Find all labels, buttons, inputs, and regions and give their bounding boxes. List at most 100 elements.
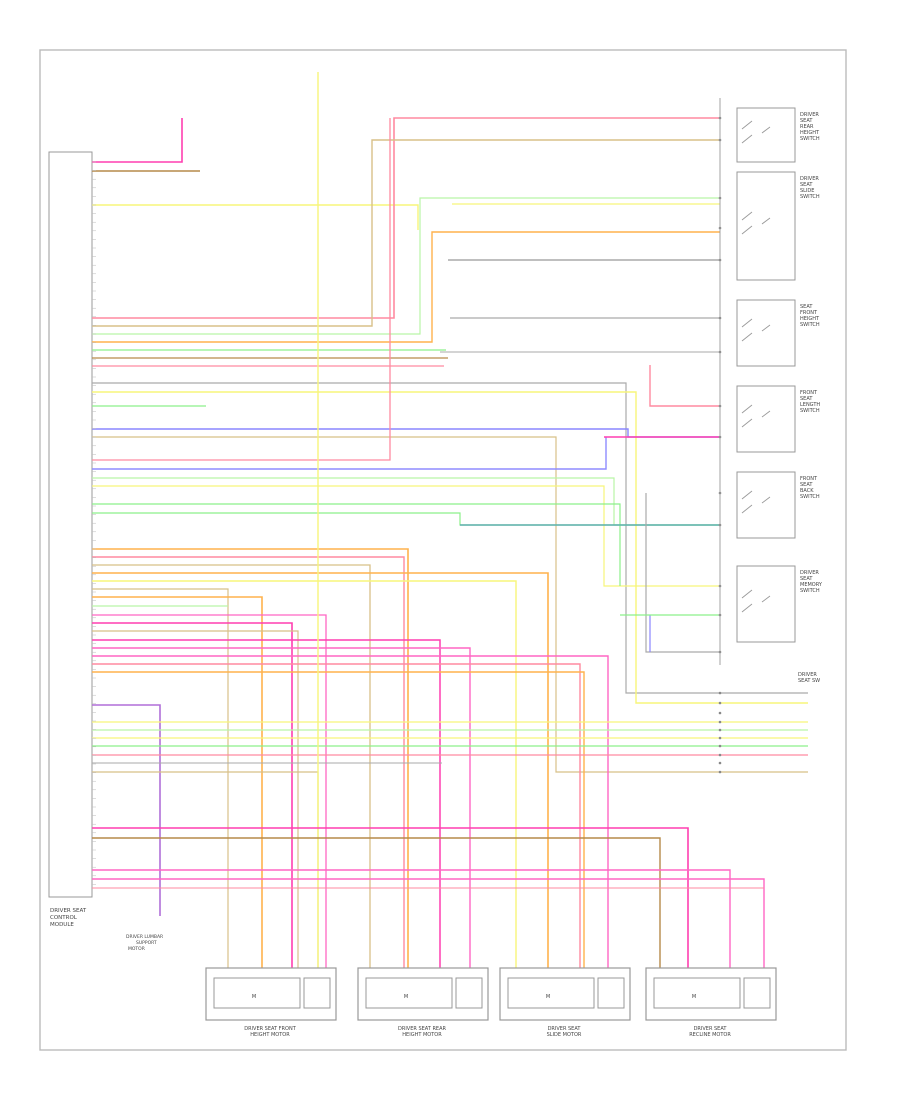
- switch-contacts: [741, 490, 771, 514]
- wire-gray: [92, 382, 808, 694]
- wire-red: [92, 117, 720, 319]
- connector-pin: [718, 744, 722, 748]
- motor-mark: M: [252, 994, 256, 1000]
- wire-pink: [92, 647, 471, 968]
- motor-label: HEIGHT MOTOR: [250, 1032, 290, 1038]
- switch-label: SWITCH: [800, 136, 820, 142]
- wire-tan: [92, 630, 299, 968]
- connector-pin: [718, 753, 722, 757]
- motor-housing: [205, 967, 337, 1021]
- svg-text:DRIVER LUMBAR: DRIVER LUMBAR: [126, 934, 163, 940]
- motor-label: RECLINE MOTOR: [689, 1032, 731, 1038]
- switch-label: DRIVER: [800, 112, 819, 118]
- connector-pin: [718, 720, 722, 724]
- diagram-border: [39, 49, 847, 1051]
- wire-magenta: [92, 639, 441, 968]
- wire-orange: [92, 548, 409, 968]
- wire-purple: [92, 704, 161, 916]
- wire-blue: [92, 437, 607, 470]
- wire-lightgreen: [92, 197, 720, 335]
- motor-label: SLIDE MOTOR: [547, 1032, 582, 1038]
- motor-mark: M: [546, 994, 550, 1000]
- motor-label: DRIVER SEAT: [548, 1026, 582, 1032]
- switch-label: MEMORY: [800, 582, 823, 588]
- switch-label: SEAT: [800, 118, 813, 124]
- switch-label: HEIGHT: [800, 130, 820, 136]
- motor-limit-switch: [743, 977, 771, 1009]
- motor-housing: [645, 967, 777, 1021]
- wire-magenta: [92, 827, 689, 968]
- switch-stack: DRIVERSEATREARHEIGHTSWITCHDRIVERSEATSLID…: [719, 98, 823, 665]
- switch-label: SEAT: [800, 182, 813, 188]
- svg-text:SUPPORT: SUPPORT: [136, 940, 157, 946]
- connector-pin: [718, 728, 722, 732]
- wire-pink: [92, 869, 731, 968]
- switch-label: BACK: [800, 488, 814, 494]
- switch-label: DRIVER: [800, 570, 819, 576]
- motor-mark: M: [692, 994, 696, 1000]
- connector-pin: [718, 770, 722, 774]
- wire-red: [649, 365, 720, 407]
- wire-orange: [92, 572, 549, 968]
- switch-contacts: [741, 120, 771, 144]
- switch-label: SWITCH: [800, 194, 820, 200]
- wire-yellow: [92, 391, 808, 704]
- switch-label: SLIDE: [800, 188, 814, 194]
- module-label: DRIVER SEAT CONTROL MODULE: [50, 908, 87, 928]
- motor-mark: M: [404, 994, 408, 1000]
- motor-limit-switch: [303, 977, 331, 1009]
- wire-gray: [645, 493, 720, 653]
- wire-tan: [92, 564, 371, 968]
- wire-green: [92, 503, 621, 586]
- switch-label: SWITCH: [800, 408, 820, 414]
- wire-pink: [92, 614, 327, 968]
- motor-limit-switch: [597, 977, 625, 1009]
- switch-label: SEAT: [800, 482, 813, 488]
- motor-body: [507, 977, 595, 1009]
- switch-label: HEIGHT: [800, 316, 820, 322]
- switch-body: [736, 471, 796, 539]
- motor-housing: [357, 967, 489, 1021]
- svg-text:SEAT SW: SEAT SW: [798, 678, 820, 684]
- svg-text:MOTOR: MOTOR: [128, 946, 145, 952]
- switch-contacts: [741, 318, 771, 342]
- switch-label: SWITCH: [800, 588, 820, 594]
- switch-label: FRONT: [800, 476, 818, 482]
- motor-body: [653, 977, 741, 1009]
- motor-label: HEIGHT MOTOR: [402, 1032, 442, 1038]
- svg-text:DRIVER SEAT: DRIVER SEAT: [50, 908, 87, 914]
- wire-pink: [92, 655, 609, 968]
- switch-label: SWITCH: [800, 494, 820, 500]
- connector-pin: [718, 761, 722, 765]
- wire-yellow: [92, 485, 720, 587]
- svg-text:CONTROL: CONTROL: [50, 915, 78, 921]
- svg-text:DRIVER: DRIVER: [798, 672, 817, 678]
- seat-switch-connector: DRIVER SEAT SW: [798, 672, 820, 684]
- switch-label: SEAT: [800, 304, 813, 310]
- switch-body: [736, 171, 796, 281]
- wire-yellow: [92, 580, 517, 968]
- switch-label: SWITCH: [800, 322, 820, 328]
- switch-contacts: [741, 211, 771, 235]
- switch-label: SEAT: [800, 576, 813, 582]
- wire-yellow: [92, 204, 419, 230]
- motor-body: [213, 977, 301, 1009]
- connector-pin: [718, 701, 722, 705]
- motor-label: DRIVER SEAT REAR: [398, 1026, 447, 1032]
- motor-label: DRIVER SEAT: [694, 1026, 728, 1032]
- switch-label: FRONT: [800, 310, 818, 316]
- wire-orange: [92, 671, 585, 968]
- connector-pin: [718, 711, 722, 715]
- wire-orange: [92, 231, 720, 343]
- connector-pin: [718, 691, 722, 695]
